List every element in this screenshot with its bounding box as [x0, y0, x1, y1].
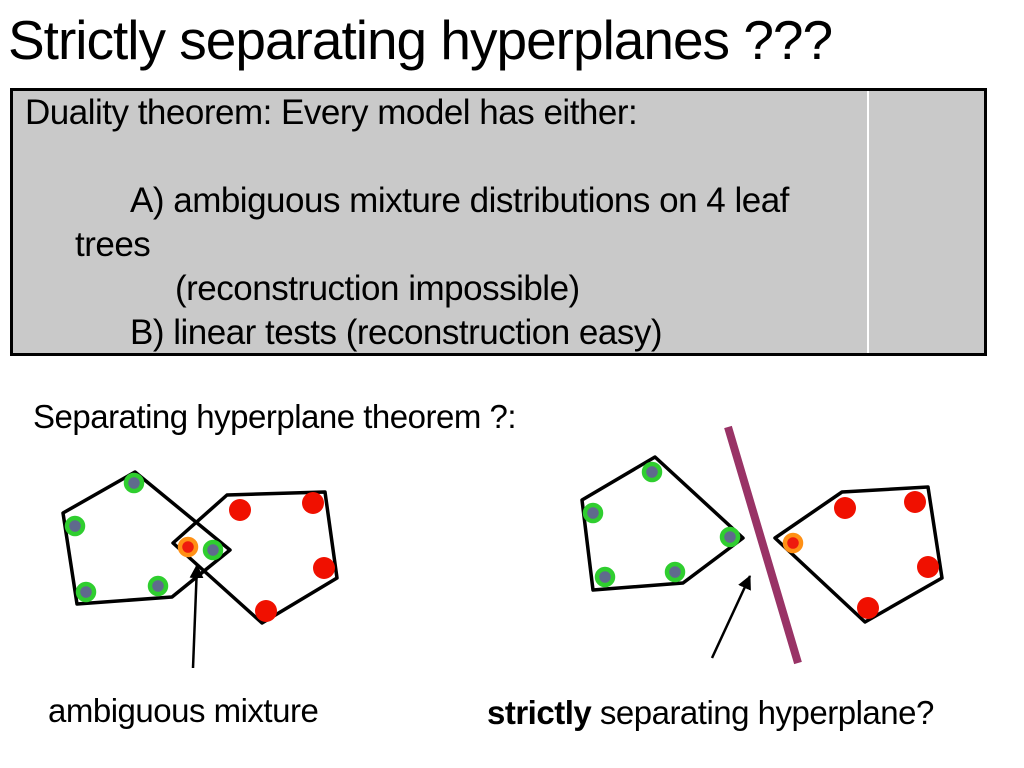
duality-box-line: A) ambiguous mixture distributions on 4 …	[130, 181, 789, 220]
right-diagram-red-pentagon	[773, 485, 944, 624]
red-point	[302, 492, 324, 514]
green-gray-point	[202, 539, 224, 561]
duality-box-line: B) linear tests (reconstruction easy)	[130, 313, 662, 352]
caption-rest-part: separating hyperplane?	[591, 694, 934, 731]
right-diagram	[580, 425, 944, 665]
right-diagram-green-pentagon	[580, 455, 745, 592]
separating-hyperplane-line	[724, 425, 802, 665]
ambiguous-orange-point	[177, 536, 199, 558]
green-gray-point	[664, 561, 686, 583]
red-point	[229, 499, 251, 521]
duality-box-line: Duality theorem: Every model has either:	[25, 93, 638, 132]
caption-bold-part: strictly	[487, 694, 592, 731]
red-point	[313, 557, 335, 579]
green-gray-point	[75, 581, 97, 603]
hyperplane-arrow	[710, 575, 752, 659]
separating-hyperplane-subtitle: Separating hyperplane theorem ?:	[33, 398, 517, 435]
ambiguous-mixture-arrow	[189, 564, 204, 669]
duality-theorem-box-inner: Duality theorem: Every model has either:…	[13, 91, 984, 353]
red-point	[857, 597, 879, 619]
duality-box-line: trees	[75, 225, 151, 264]
duality-box-line: (reconstruction impossible)	[175, 269, 580, 308]
red-point	[917, 556, 939, 578]
green-gray-point	[641, 461, 663, 483]
orange-red-point	[782, 532, 804, 554]
green-gray-point	[123, 472, 145, 494]
green-gray-point	[582, 502, 604, 524]
red-point	[834, 497, 856, 519]
slide-title: Strictly separating hyperplanes ???	[8, 9, 833, 71]
strictly-separating-caption: strictly separating hyperplane?	[487, 694, 934, 732]
green-gray-point	[147, 575, 169, 597]
duality-theorem-box: Duality theorem: Every model has either:…	[10, 88, 987, 356]
red-point	[255, 600, 277, 622]
left-diagram-red-pentagon	[171, 490, 339, 625]
red-point	[904, 491, 926, 513]
green-gray-point	[64, 515, 86, 537]
green-gray-point	[719, 526, 741, 548]
green-gray-point	[594, 566, 616, 588]
left-diagram-green-pentagon	[61, 470, 232, 606]
ambiguous-mixture-caption: ambiguous mixture	[48, 692, 319, 729]
box-divider-line	[867, 91, 869, 353]
left-diagram	[61, 470, 339, 669]
